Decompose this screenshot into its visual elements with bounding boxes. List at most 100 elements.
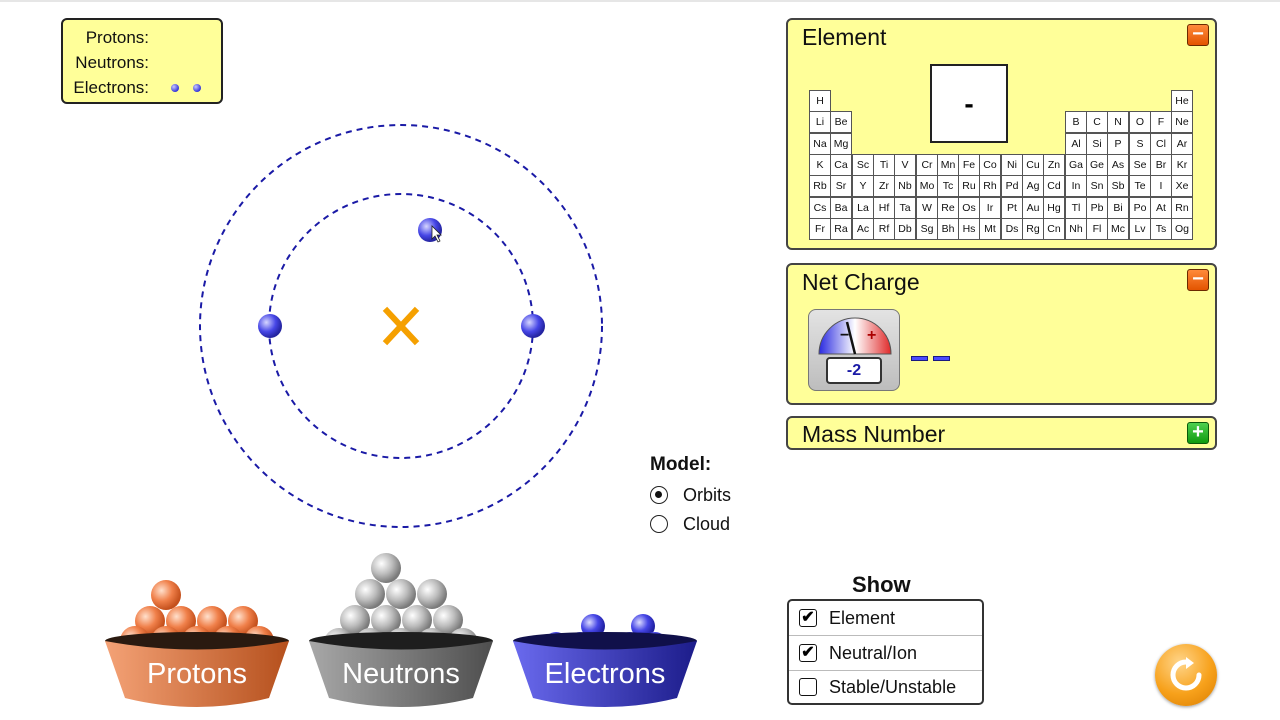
model-radio-orbits[interactable]: Orbits: [650, 484, 740, 508]
element-cell-lv: Lv: [1129, 218, 1151, 240]
element-cell-na: Na: [809, 133, 831, 155]
element-cell-db: Db: [894, 218, 916, 240]
element-cell-ts: Ts: [1150, 218, 1172, 240]
element-cell-ba: Ba: [830, 197, 852, 219]
neutron-particle[interactable]: [433, 605, 463, 635]
element-cell-ca: Ca: [830, 154, 852, 176]
neutron-particle[interactable]: [355, 579, 385, 609]
net-charge-value: -2: [826, 357, 882, 384]
model-radio-cloud[interactable]: Cloud: [650, 513, 740, 537]
electron[interactable]: [521, 314, 545, 338]
electron[interactable]: [258, 314, 282, 338]
checkbox-label-element[interactable]: Element: [829, 608, 896, 628]
element-cell-si: Si: [1086, 133, 1108, 155]
element-cell-fr: Fr: [809, 218, 831, 240]
reset-button[interactable]: [1155, 644, 1217, 706]
element-cell-og: Og: [1171, 218, 1193, 240]
negative-charge-bar: [911, 356, 928, 361]
atom-view[interactable]: [190, 110, 610, 540]
particle-buckets: [105, 553, 697, 707]
element-cell-br: Br: [1150, 154, 1172, 176]
element-cell-al: Al: [1065, 133, 1087, 155]
element-cell-v: V: [894, 154, 916, 176]
checkbox-stable-unstable[interactable]: [799, 678, 817, 696]
radio-label-orbits[interactable]: Orbits: [683, 485, 732, 505]
net-charge-panel-collapse-button[interactable]: −: [1187, 269, 1209, 291]
mass-number-panel-expand-button[interactable]: +: [1187, 422, 1209, 444]
mass-number-panel-title: Mass Number: [802, 421, 946, 447]
element-cell-pd: Pd: [1001, 175, 1023, 197]
radio-button[interactable]: [650, 486, 668, 504]
element-panel-collapse-button[interactable]: −: [1187, 24, 1209, 46]
show-title: Show: [852, 572, 911, 597]
element-cell-ir: Ir: [979, 197, 1001, 219]
element-cell-te: Te: [1129, 175, 1151, 197]
neutrons-bucket[interactable]: [309, 632, 493, 707]
protons-count-label: Protons:: [85, 28, 149, 47]
element-cell-co: Co: [979, 154, 1001, 176]
element-cell-kr: Kr: [1171, 154, 1193, 176]
element-cell-mn: Mn: [937, 154, 959, 176]
element-cell-p: P: [1107, 133, 1129, 155]
element-cell-s: S: [1129, 133, 1151, 155]
neutrons-count-label: Neutrons:: [75, 53, 149, 72]
electron-count-dot: [171, 84, 179, 92]
electron-count-dot: [193, 84, 201, 92]
electrons-bucket[interactable]: [513, 632, 697, 707]
element-cell-fl: Fl: [1086, 218, 1108, 240]
show-neutral-ion-option[interactable]: ✔ Neutral/Ion: [789, 636, 982, 671]
element-cell-cn: Cn: [1043, 218, 1065, 240]
neutron-particle[interactable]: [402, 605, 432, 635]
element-cell-ge: Ge: [1086, 154, 1108, 176]
element-cell-li: Li: [809, 111, 831, 133]
element-panel-title: Element: [802, 24, 887, 50]
electrons-bucket-label[interactable]: Electrons: [544, 658, 666, 690]
charge-gauge-icon: − +: [818, 317, 892, 355]
element-cell-rg: Rg: [1022, 218, 1044, 240]
neutron-particle[interactable]: [371, 605, 401, 635]
model-title: Model:: [650, 454, 712, 475]
element-cell-po: Po: [1129, 197, 1151, 219]
element-cell-c: C: [1086, 111, 1108, 133]
checkbox-neutral-ion[interactable]: ✔: [799, 644, 817, 662]
neutron-particle[interactable]: [340, 605, 370, 635]
proton-particle[interactable]: [151, 580, 181, 610]
negative-charge-bar: [933, 356, 950, 361]
element-cell-zn: Zn: [1043, 154, 1065, 176]
protons-bucket-label[interactable]: Protons: [147, 658, 247, 690]
element-cell-be: Be: [830, 111, 852, 133]
element-cell-sg: Sg: [916, 218, 938, 240]
element-cell-cu: Cu: [1022, 154, 1044, 176]
neutron-particle[interactable]: [371, 553, 401, 583]
element-cell-ru: Ru: [958, 175, 980, 197]
element-cell-cl: Cl: [1150, 133, 1172, 155]
element-cell-n: N: [1107, 111, 1129, 133]
neutrons-bucket-label[interactable]: Neutrons: [342, 658, 460, 690]
element-cell-tc: Tc: [937, 175, 959, 197]
neutron-particle[interactable]: [417, 579, 447, 609]
element-cell-cs: Cs: [809, 197, 831, 219]
show-stable-unstable-option[interactable]: Stable/Unstable: [789, 670, 982, 704]
neutron-particle[interactable]: [386, 579, 416, 609]
element-cell-au: Au: [1022, 197, 1044, 219]
checkbox-label-stable-unstable[interactable]: Stable/Unstable: [829, 677, 957, 697]
element-cell-fe: Fe: [958, 154, 980, 176]
mass-number-panel: Mass Number +: [786, 416, 1217, 450]
element-cell-sc: Sc: [852, 154, 874, 176]
checkbox-element[interactable]: ✔: [799, 609, 817, 627]
radio-selected-dot: [655, 491, 662, 498]
protons-bucket[interactable]: [105, 632, 289, 707]
element-cell-nh: Nh: [1065, 218, 1087, 240]
element-cell-mg: Mg: [830, 133, 852, 155]
element-cell-f: F: [1150, 111, 1172, 133]
radio-label-cloud[interactable]: Cloud: [683, 514, 731, 534]
mouse-cursor-icon: [431, 225, 442, 243]
show-element-option[interactable]: ✔ Element: [789, 601, 982, 636]
radio-button[interactable]: [650, 515, 668, 533]
element-cell-sb: Sb: [1107, 175, 1129, 197]
checkbox-label-neutral-ion[interactable]: Neutral/Ion: [829, 643, 918, 663]
particle-counts-box: Protons: Neutrons: Electrons:: [61, 18, 223, 104]
electron-particle[interactable]: [631, 614, 655, 638]
element-cell-ne: Ne: [1171, 111, 1193, 133]
electron-particle[interactable]: [581, 614, 605, 638]
